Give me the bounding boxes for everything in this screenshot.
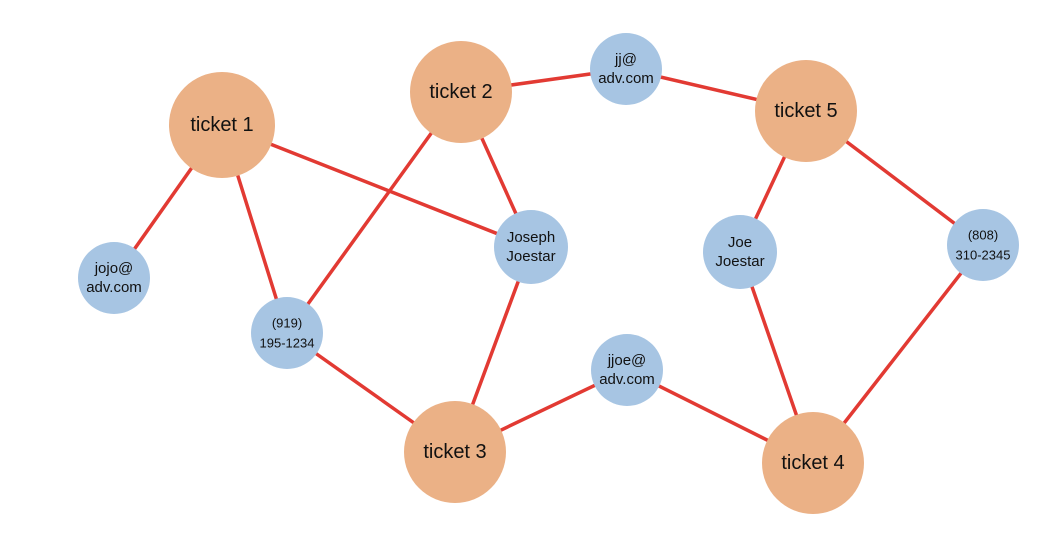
- node-circle: [590, 33, 662, 105]
- edge-t1-joseph: [220, 123, 533, 249]
- node-circle: [169, 72, 275, 178]
- attribute-node-jj: jj@ adv.com: [590, 33, 662, 105]
- node-label: adv.com: [599, 371, 655, 388]
- node-circle: [762, 412, 864, 514]
- ticket-node-t1: ticket 1: [169, 72, 275, 178]
- node-label: jjoe@: [607, 352, 647, 369]
- node-circle: [494, 210, 568, 284]
- node-circle: [404, 401, 506, 503]
- node-label: 195-1234: [260, 336, 315, 351]
- node-label: Joseph: [507, 229, 555, 246]
- node-label: ticket 4: [781, 452, 844, 474]
- attribute-node-p808: (808) 310-2345: [947, 209, 1019, 281]
- attribute-node-p919: (919) 195-1234: [251, 297, 323, 369]
- node-label: Joe: [728, 234, 752, 251]
- node-label: adv.com: [598, 70, 654, 87]
- node-circle: [947, 209, 1019, 281]
- node-label: ticket 1: [190, 114, 253, 136]
- node-label: jj@: [614, 51, 637, 68]
- node-circle: [703, 215, 777, 289]
- attribute-node-jjoe: jjoe@ adv.com: [591, 334, 663, 406]
- ticket-node-t5: ticket 5: [755, 60, 857, 162]
- node-label: Joestar: [715, 253, 764, 270]
- ticket-node-t2: ticket 2: [410, 41, 512, 143]
- node-label: (919): [272, 316, 302, 331]
- node-label: ticket 3: [423, 441, 486, 463]
- node-label: jojo@: [94, 260, 134, 277]
- node-label: 310-2345: [956, 248, 1011, 263]
- node-circle: [755, 60, 857, 162]
- node-circle: [410, 41, 512, 143]
- node-circle: [251, 297, 323, 369]
- node-label: Joestar: [506, 248, 555, 265]
- node-circle: [591, 334, 663, 406]
- ticket-node-t4: ticket 4: [762, 412, 864, 514]
- node-label: ticket 2: [429, 81, 492, 103]
- node-label: (808): [968, 228, 998, 243]
- attribute-node-jojo: jojo@ adv.com: [78, 242, 150, 314]
- node-circle: [78, 242, 150, 314]
- nodes-layer: ticket 1 ticket 2 ticket 3 ticket 4 ticket 5…: [78, 33, 1019, 514]
- node-label: ticket 5: [774, 100, 837, 122]
- ticket-node-t3: ticket 3: [404, 401, 506, 503]
- node-label: adv.com: [86, 279, 142, 296]
